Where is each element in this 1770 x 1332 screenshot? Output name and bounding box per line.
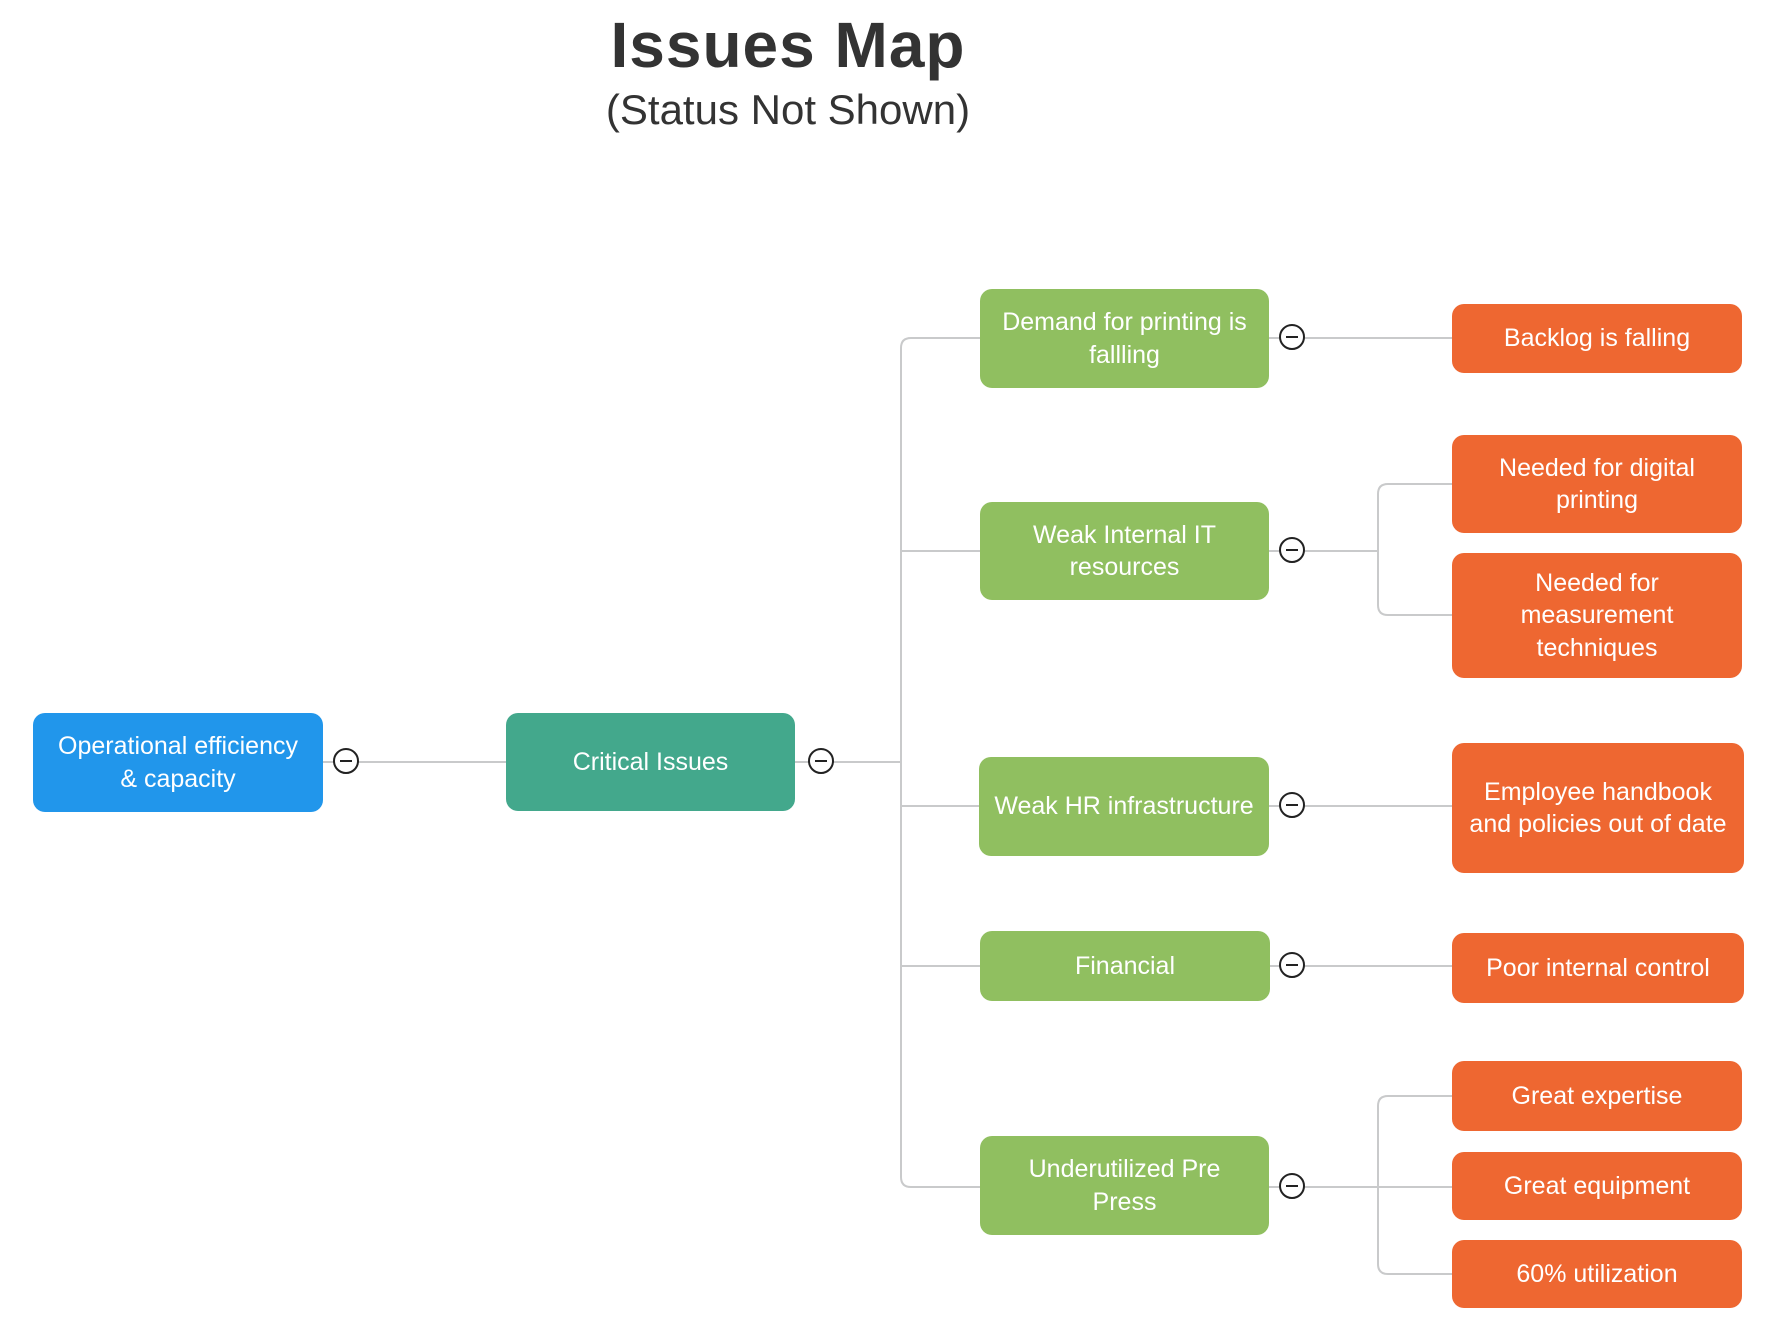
collapse-minus-icon[interactable] — [333, 748, 359, 774]
collapse-minus-icon[interactable] — [1279, 952, 1305, 978]
leaf-poor-internal-control[interactable]: Poor internal control — [1452, 933, 1744, 1003]
collapse-minus-icon[interactable] — [1279, 537, 1305, 563]
node-critical-issues[interactable]: Critical Issues — [506, 713, 795, 811]
node-operational-efficiency[interactable]: Operational efficiency & capacity — [33, 713, 323, 812]
branch-weak-hr-infrastructure[interactable]: Weak HR infrastructure — [979, 757, 1269, 856]
minus-bar — [1286, 335, 1298, 339]
leaf-employee-handbook[interactable]: Employee handbook and policies out of da… — [1452, 743, 1744, 873]
page-subtitle: (Status Not Shown) — [605, 86, 971, 134]
leaf-needed-for-measurement[interactable]: Needed for measurement techniques — [1452, 553, 1742, 678]
minus-bar — [340, 759, 352, 763]
leaf-60-percent-utilization[interactable]: 60% utilization — [1452, 1240, 1742, 1308]
leaf-great-expertise[interactable]: Great expertise — [1452, 1061, 1742, 1131]
page-title-block: Issues Map (Status Not Shown) — [0, 10, 1576, 134]
leaf-backlog-is-falling[interactable]: Backlog is falling — [1452, 304, 1742, 373]
branch-underutilized-pre-press[interactable]: Underutilized Pre Press — [980, 1136, 1269, 1235]
minus-bar — [1286, 1184, 1298, 1188]
minus-bar — [815, 759, 827, 763]
branch-demand-for-printing[interactable]: Demand for printing is fallling — [980, 289, 1269, 388]
leaf-great-equipment[interactable]: Great equipment — [1452, 1152, 1742, 1220]
page-title: Issues Map — [610, 9, 966, 81]
collapse-minus-icon[interactable] — [1279, 792, 1305, 818]
branch-weak-internal-it[interactable]: Weak Internal IT resources — [980, 502, 1269, 600]
minus-bar — [1286, 803, 1298, 807]
collapse-minus-icon[interactable] — [808, 748, 834, 774]
minus-bar — [1286, 548, 1298, 552]
collapse-minus-icon[interactable] — [1279, 324, 1305, 350]
leaf-needed-for-digital-printing[interactable]: Needed for digital printing — [1452, 435, 1742, 533]
branch-financial[interactable]: Financial — [980, 931, 1270, 1001]
collapse-minus-icon[interactable] — [1279, 1173, 1305, 1199]
minus-bar — [1286, 963, 1298, 967]
